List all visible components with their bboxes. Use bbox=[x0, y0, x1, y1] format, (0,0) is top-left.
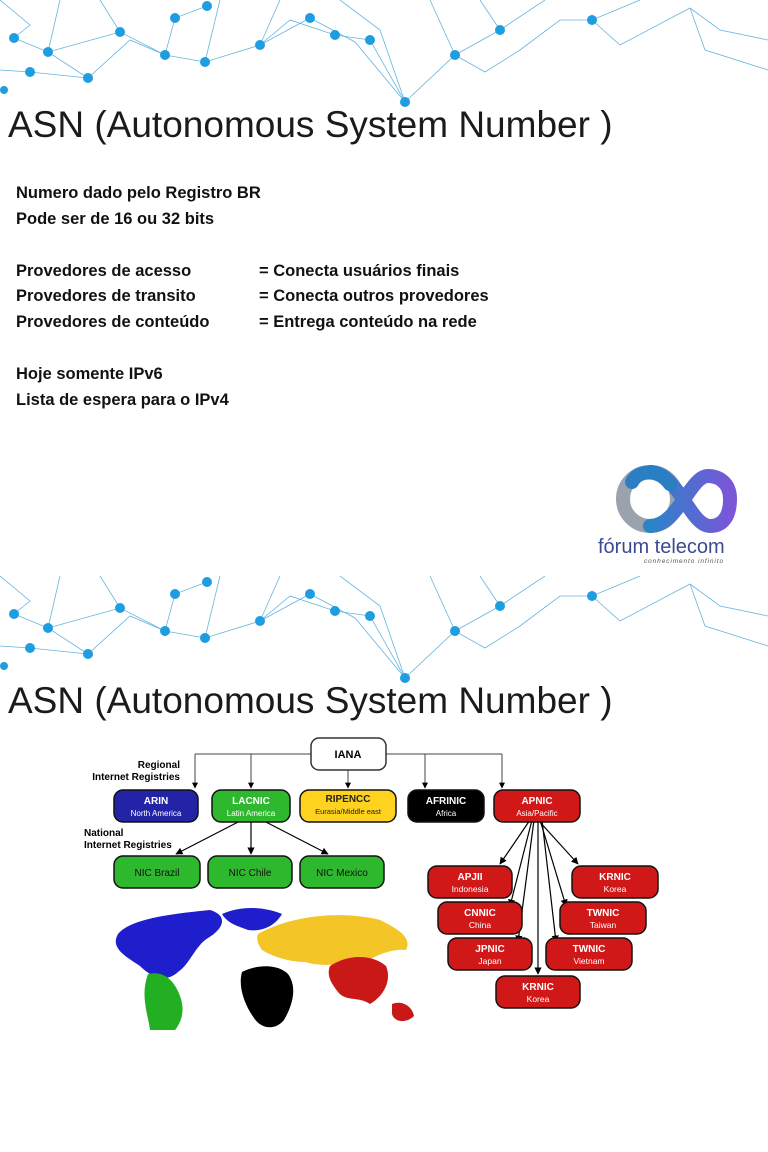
provider-label: Provedores de transito bbox=[16, 287, 196, 306]
ipv6-line: Hoje somente IPv6 bbox=[16, 364, 163, 383]
rir-lacnic: LACNIC Latin America bbox=[211, 789, 291, 823]
provider-label: Provedores de acesso bbox=[16, 261, 192, 280]
nir-nic-chile: NIC Chile bbox=[207, 855, 293, 889]
nir-region: Korea bbox=[604, 884, 627, 894]
nir-name: APJII bbox=[457, 872, 482, 883]
registry-line: Numero dado pelo Registro BR bbox=[16, 184, 261, 202]
rir-afrinic: AFRINIC Africa bbox=[407, 789, 485, 823]
nir-name: NIC Mexico bbox=[316, 868, 368, 879]
rir-name: AFRINIC bbox=[426, 796, 467, 807]
nir-region: Korea bbox=[527, 994, 550, 1004]
provider-row: Provedores de acesso = Conecta usuários … bbox=[16, 259, 489, 285]
infinity-logo-icon bbox=[616, 465, 738, 534]
nir-twnic-taiwan: TWNIC Taiwan bbox=[559, 901, 647, 935]
slide-title: ASN (Autonomous System Number ) bbox=[8, 680, 613, 721]
rir-region: Eurasia/Middle east bbox=[315, 807, 382, 816]
nir-cnnic: CNNIC China bbox=[437, 901, 523, 935]
network-decoration bbox=[0, 0, 768, 107]
nir-name: NIC Chile bbox=[229, 868, 272, 879]
rir-region: Asia/Pacific bbox=[516, 809, 557, 818]
iana-node bbox=[310, 737, 387, 771]
rir-name: APNIC bbox=[521, 796, 552, 807]
national-label: National bbox=[84, 828, 124, 839]
nir-region: Japan bbox=[478, 956, 501, 966]
rir-name: RIPENCC bbox=[325, 794, 370, 805]
provider-value: = Entrega conteúdo na rede bbox=[259, 313, 477, 332]
slide-2: ASN (Autonomous System Number ) bbox=[0, 576, 768, 1152]
nir-name: TWNIC bbox=[573, 944, 606, 955]
network-decoration bbox=[0, 576, 768, 683]
rir-name: LACNIC bbox=[232, 796, 270, 807]
nir-krnic: KRNIC Korea bbox=[571, 865, 659, 899]
provider-label: Provedores de conteúdo bbox=[16, 313, 210, 332]
rir-apnic: APNIC Asia/Pacific bbox=[493, 789, 581, 823]
provider-value: = Conecta outros provedores bbox=[259, 287, 489, 306]
regional-label: Regional bbox=[138, 760, 180, 771]
world-map bbox=[115, 908, 414, 1030]
logo-tagline: conhecimento infinito bbox=[644, 558, 724, 565]
nir-region: China bbox=[469, 920, 491, 930]
slide-title: ASN (Autonomous System Number ) bbox=[8, 104, 613, 145]
rir-region: Africa bbox=[436, 809, 457, 818]
bits-line: Pode ser de 16 ou 32 bits bbox=[16, 209, 215, 228]
nir-jpnic: JPNIC Japan bbox=[447, 937, 533, 971]
nir-name: KRNIC bbox=[599, 872, 631, 883]
nir-region: Vietnam bbox=[573, 956, 604, 966]
nir-apjii: APJII Indonesia bbox=[427, 865, 513, 899]
rir-name: ARIN bbox=[144, 796, 168, 807]
nir-name: NIC Brazil bbox=[134, 868, 179, 879]
nir-krnic-bottom: KRNIC Korea bbox=[495, 975, 581, 1009]
nir-name: JPNIC bbox=[475, 944, 504, 955]
logo-name: fórum telecom bbox=[598, 536, 725, 558]
nir-name: TWNIC bbox=[587, 908, 620, 919]
provider-row: Provedores de transito = Conecta outros … bbox=[16, 284, 489, 310]
rir-region: Latin America bbox=[227, 809, 276, 818]
slide-1: ASN (Autonomous System Number ) Numero d… bbox=[0, 0, 768, 566]
regional-label: Internet Registries bbox=[92, 772, 180, 783]
nir-name: KRNIC bbox=[522, 982, 554, 993]
rir-arin: ARIN North America bbox=[113, 789, 199, 823]
iana-label: IANA bbox=[335, 749, 362, 761]
nir-region: Taiwan bbox=[590, 920, 617, 930]
nir-region: Indonesia bbox=[452, 884, 489, 894]
provider-value: = Conecta usuários finais bbox=[259, 261, 460, 280]
forum-telecom-logo: fórum telecom conhecimento infinito bbox=[598, 462, 758, 566]
rir-region: North America bbox=[131, 809, 182, 818]
slide-body: Numero dado pelo Registro BR Pode ser de… bbox=[16, 181, 489, 414]
provider-row: Provedores de conteúdo = Entrega conteúd… bbox=[16, 310, 489, 336]
nir-name: CNNIC bbox=[464, 908, 496, 919]
rir-ripencc: RIPENCC Eurasia/Middle east bbox=[299, 789, 397, 823]
nir-twnic-vietnam: TWNIC Vietnam bbox=[545, 937, 633, 971]
nir-nic-mexico: NIC Mexico bbox=[299, 855, 385, 889]
national-label: Internet Registries bbox=[84, 840, 172, 851]
ipv4-line: Lista de espera para o IPv4 bbox=[16, 390, 229, 409]
registry-diagram: IANA Regional Internet Registries Nation… bbox=[84, 737, 659, 1030]
nir-nic-brazil: NIC Brazil bbox=[113, 855, 201, 889]
